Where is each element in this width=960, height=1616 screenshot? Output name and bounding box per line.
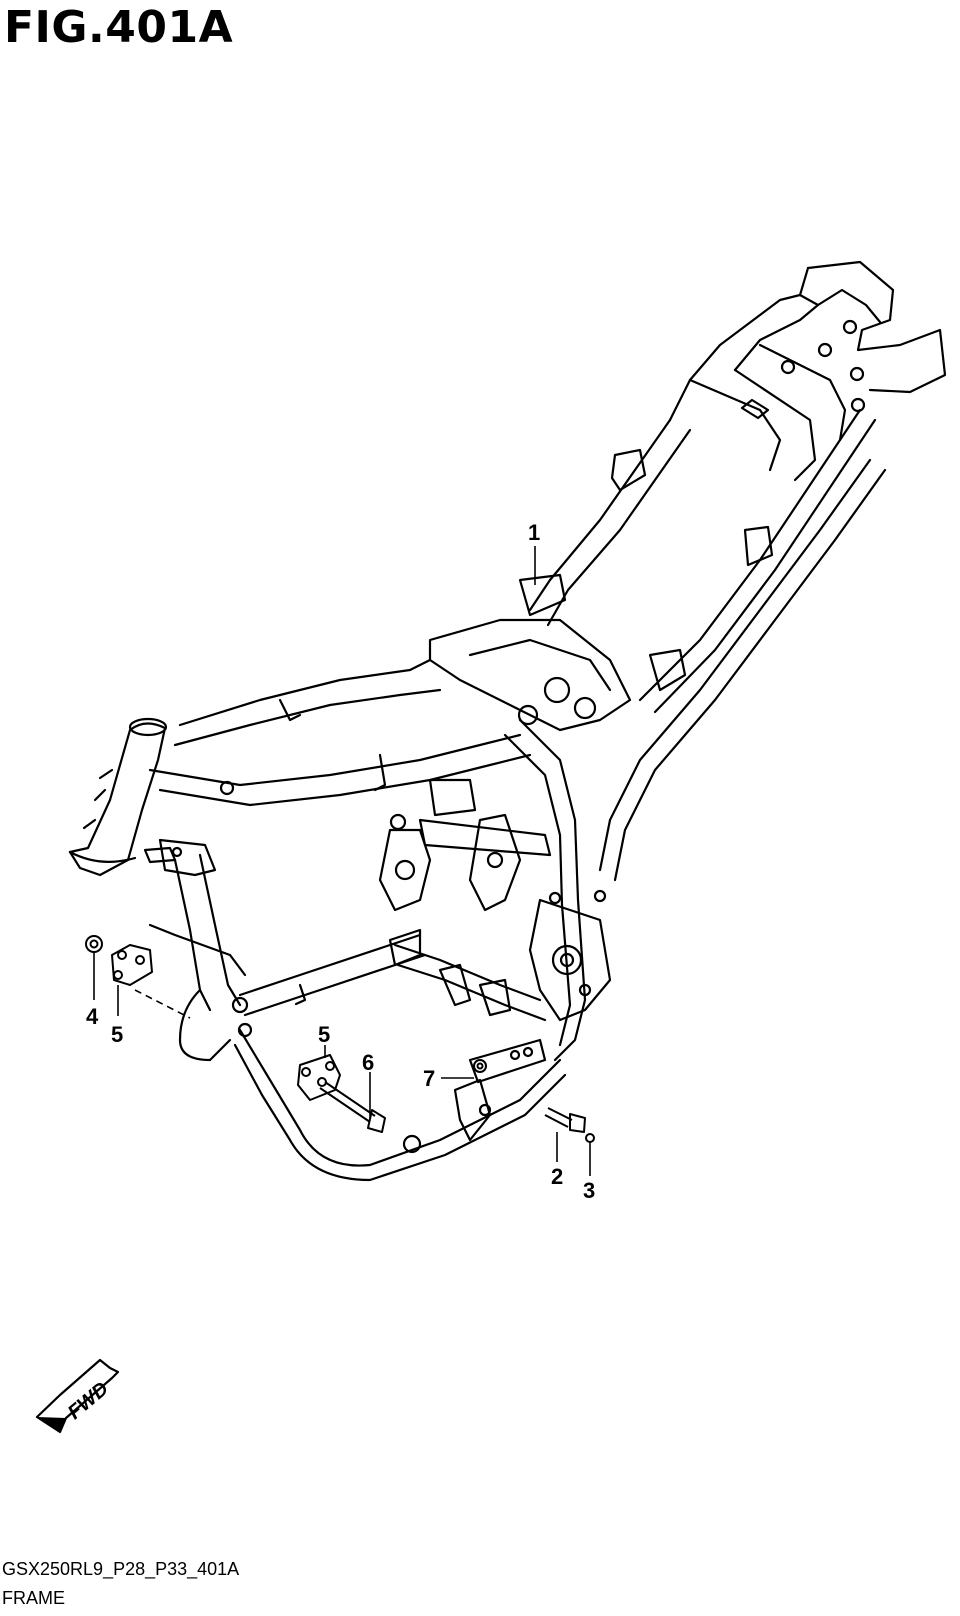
leader-lines: [93, 546, 591, 1176]
diagram-caption: FRAME: [2, 1588, 65, 1608]
diagram-reference-code: GSX250RL9_P28_P33_401A: [2, 1559, 240, 1579]
callout-5-left: 5: [111, 1022, 123, 1047]
callout-6: 6: [362, 1050, 374, 1075]
callout-7: 7: [423, 1066, 435, 1091]
loose-parts: [85, 935, 595, 1143]
callout-2: 2: [551, 1164, 563, 1189]
callout-4: 4: [86, 1004, 99, 1029]
figure-title: FIG.401A: [4, 2, 234, 53]
fwd-badge: FWD: [35, 1358, 120, 1434]
frame-drawing: [68, 260, 947, 1182]
callout-5-right: 5: [318, 1022, 330, 1047]
callout-3: 3: [583, 1178, 595, 1203]
callout-1: 1: [528, 520, 540, 545]
